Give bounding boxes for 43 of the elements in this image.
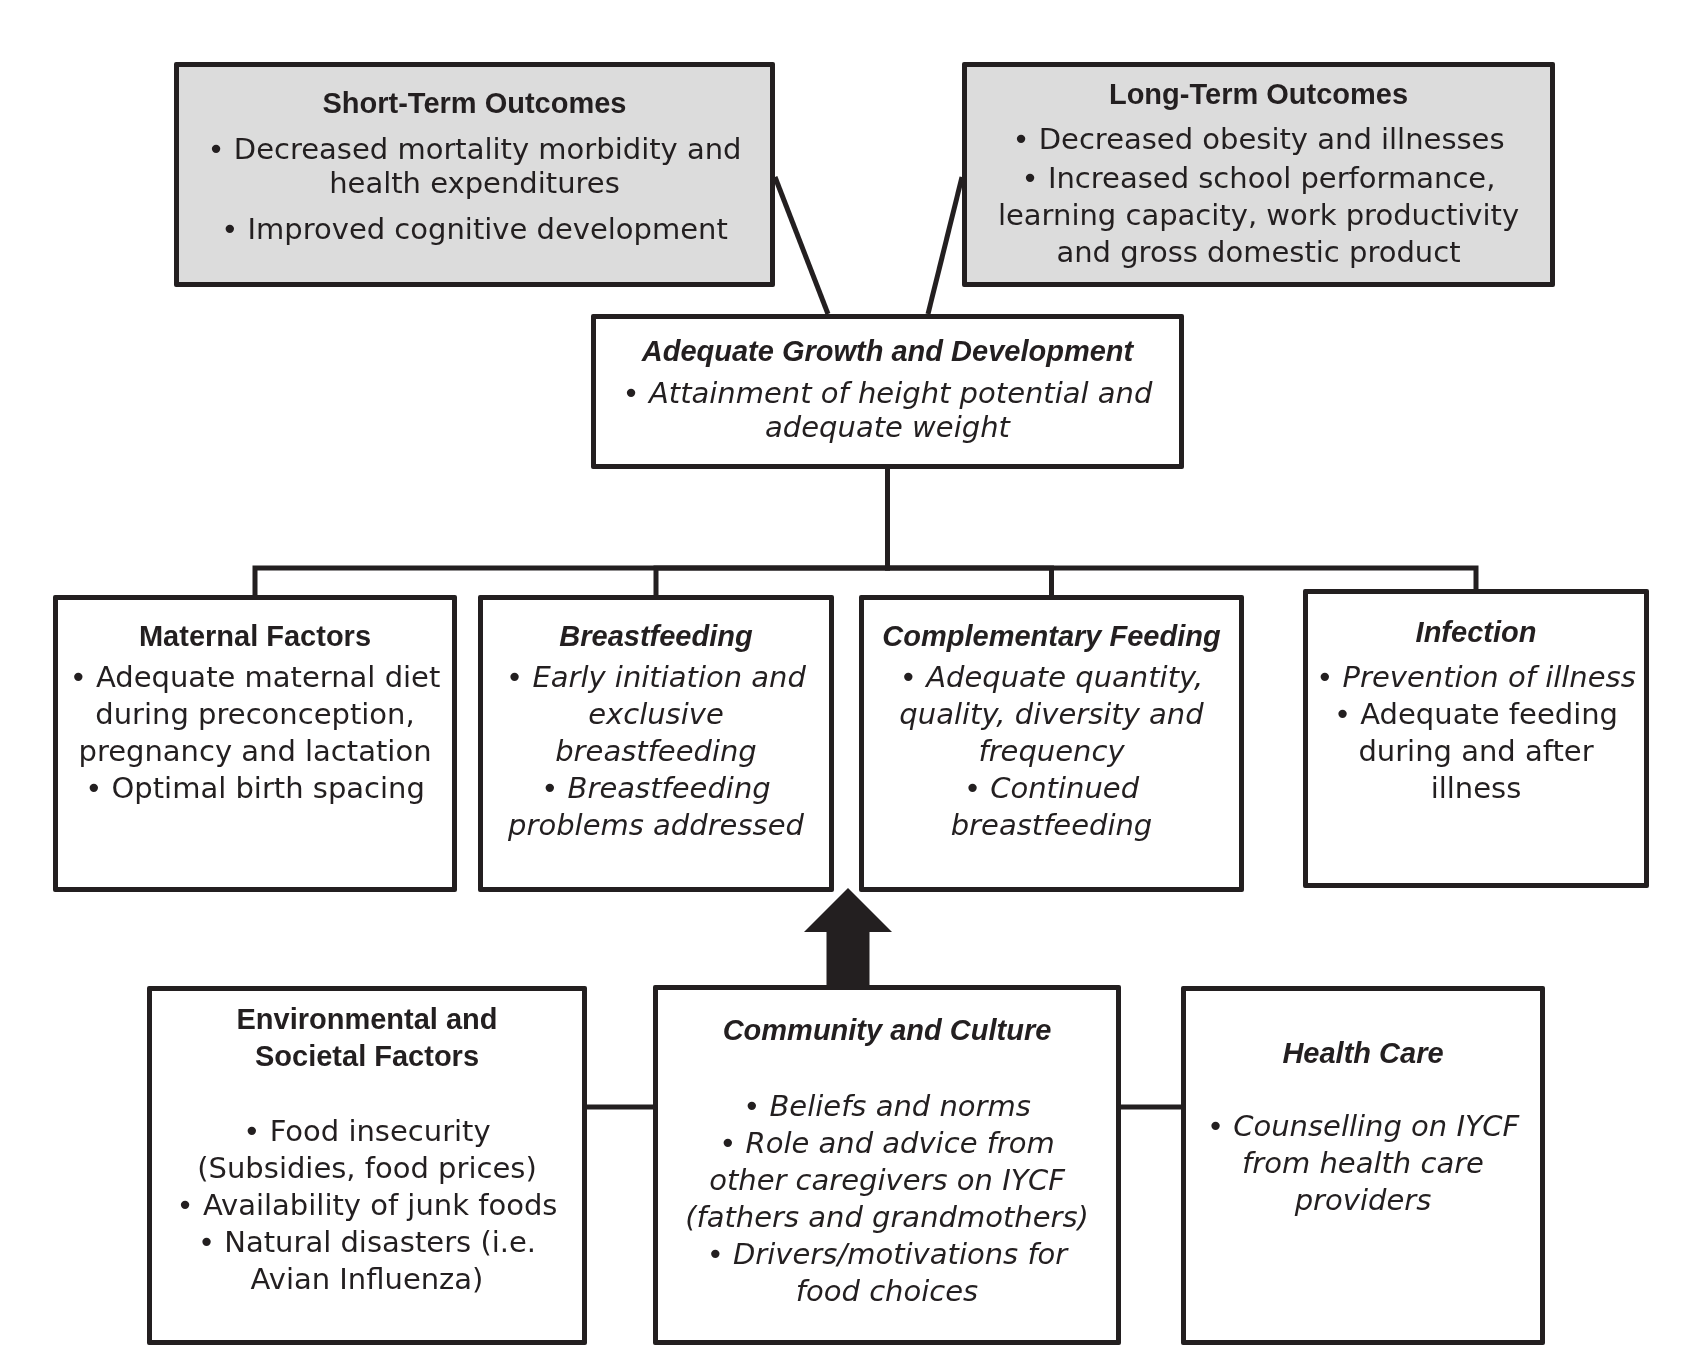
connector-line (1121, 1104, 1181, 1110)
connector-line (587, 1104, 653, 1110)
outcome-box (174, 62, 775, 287)
block-arrow (804, 888, 892, 985)
box-heading: Breastfeeding (558, 619, 754, 654)
box-heading: Long-Term Outcomes (1107, 77, 1410, 112)
bullet-text: • Natural disasters (i.e. Avian Influenza) (196, 1224, 538, 1298)
box-heading: Health Care (1281, 1036, 1445, 1071)
factor-box (147, 986, 587, 1345)
bullet-text: • Availability of junk foods (175, 1187, 559, 1224)
bullet-text: • Counselling on IYCF from health care providers (1205, 1108, 1521, 1219)
box-heading: Environmental and Societal Factors (235, 1002, 499, 1074)
bullet-text: • Drivers/motivations for food choices (705, 1236, 1070, 1310)
factor-box (53, 595, 457, 892)
bullet-text: • Breastfeeding problems addressed (507, 770, 805, 844)
factor-box (859, 595, 1244, 892)
box-heading: Complementary Feeding (881, 619, 1222, 654)
box-heading: Community and Culture (721, 1013, 1053, 1048)
box-heading: Maternal Factors (137, 619, 373, 654)
bullet-text: • Decreased obesity and illnesses (1011, 121, 1506, 158)
outcome-box (591, 314, 1184, 469)
bullet-text: • Attainment of height potential and adequate weight (621, 376, 1154, 444)
outcome-box (962, 62, 1555, 287)
bullet-text: • Adequate feeding during and after illness (1332, 696, 1619, 807)
bullet-text: • Decreased mortality morbidity and health expenditures (206, 132, 743, 200)
bullet-text: • Adequate quantity, quality, diversity and frequency (898, 659, 1205, 770)
factor-box (1303, 589, 1649, 888)
factor-box (478, 595, 834, 892)
bullet-text: • Beliefs and norms (742, 1088, 1032, 1125)
factor-box (653, 985, 1121, 1345)
bullet-text: • Early initiation and exclusive breastfeeding (505, 659, 807, 770)
bullet-text: • Continued breastfeeding (949, 770, 1154, 844)
box-heading: Infection (1414, 615, 1538, 650)
bullet-text: • Food insecurity (Subsidies, food prices) (196, 1113, 538, 1187)
factor-box (1181, 986, 1545, 1345)
box-heading: Adequate Growth and Development (640, 334, 1135, 368)
bullet-text: • Prevention of illness (1315, 659, 1637, 696)
bullet-text: • Improved cognitive development (220, 212, 729, 246)
bullet-text: • Increased school performance, learning capacity, work productivity and gross domestic product (996, 160, 1521, 271)
box-heading: Short-Term Outcomes (321, 86, 628, 120)
bullet-text: • Adequate maternal diet during preconception, pregnancy and lactation (68, 659, 442, 770)
bullet-text: • Role and advice from other caregivers on IYCF (fathers and grandmothers) (685, 1125, 1089, 1236)
bullet-text: • Optimal birth spacing (84, 770, 426, 807)
